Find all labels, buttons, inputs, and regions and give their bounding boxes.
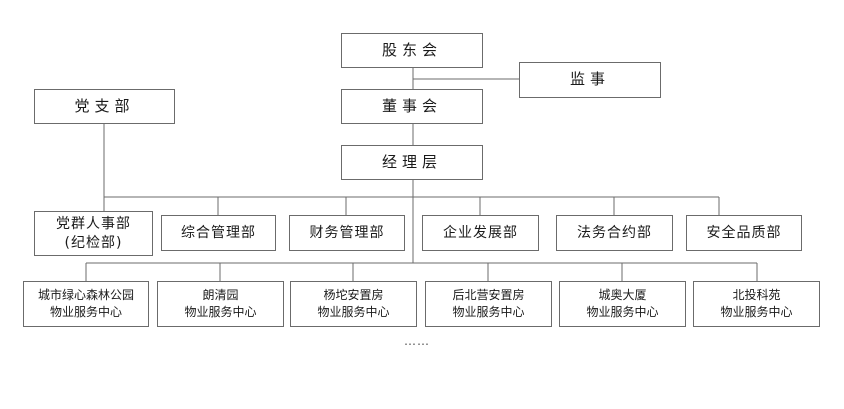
department-label: 党群人事部 xyxy=(56,216,131,233)
department-label: 财务管理部 xyxy=(309,224,385,241)
service-center-suffix: 物业服务中心 xyxy=(184,305,257,319)
service-center-suffix: 物业服务中心 xyxy=(452,305,525,319)
department-label: 企业发展部 xyxy=(443,224,518,241)
service-center-box-5: 城奥大厦 物业服务中心 xyxy=(559,281,686,327)
service-center-suffix: 物业服务中心 xyxy=(720,305,793,319)
service-center-name: 城市绿心森林公园 xyxy=(37,287,134,302)
more-indicator: …… xyxy=(404,334,430,348)
shareholders-label: 股东会 xyxy=(381,40,442,59)
department-sublabel: (纪检部) xyxy=(64,234,123,251)
service-center-box-4: 后北营安置房 物业服务中心 xyxy=(425,281,552,327)
service-center-suffix: 物业服务中心 xyxy=(49,305,122,319)
service-center-box-1: 城市绿心森林公园 物业服务中心 xyxy=(23,281,149,327)
department-label: 安全品质部 xyxy=(706,224,782,241)
party-branch-label: 党支部 xyxy=(74,96,135,115)
board-label: 董事会 xyxy=(381,96,442,115)
supervisor-label: 监事 xyxy=(569,70,610,89)
management-box: 经理层 xyxy=(341,145,483,180)
board-box: 董事会 xyxy=(341,89,483,124)
supervisor-box: 监事 xyxy=(519,62,661,98)
management-label: 经理层 xyxy=(381,152,442,171)
service-center-box-2: 朗清园 物业服务中心 xyxy=(157,281,284,327)
party-branch-box: 党支部 xyxy=(34,89,175,124)
shareholders-box: 股东会 xyxy=(341,33,483,68)
service-center-name: 城奥大厦 xyxy=(598,287,647,302)
department-box-development: 企业发展部 xyxy=(422,215,539,251)
department-box-party-hr: 党群人事部 (纪检部) xyxy=(34,211,153,256)
department-box-safety-quality: 安全品质部 xyxy=(686,215,802,251)
department-box-general-admin: 综合管理部 xyxy=(161,215,276,251)
service-center-name: 后北营安置房 xyxy=(452,287,525,302)
service-center-suffix: 物业服务中心 xyxy=(586,305,659,319)
department-box-finance: 财务管理部 xyxy=(289,215,405,251)
service-center-name: 朗清园 xyxy=(202,287,239,302)
department-box-legal: 法务合约部 xyxy=(556,215,673,251)
service-center-box-6: 北投科苑 物业服务中心 xyxy=(693,281,820,327)
department-label: 综合管理部 xyxy=(181,224,256,241)
service-center-name: 北投科苑 xyxy=(732,287,781,302)
service-center-suffix: 物业服务中心 xyxy=(317,305,390,319)
service-center-name: 杨坨安置房 xyxy=(323,287,384,302)
service-center-box-3: 杨坨安置房 物业服务中心 xyxy=(290,281,417,327)
department-label: 法务合约部 xyxy=(577,224,652,241)
